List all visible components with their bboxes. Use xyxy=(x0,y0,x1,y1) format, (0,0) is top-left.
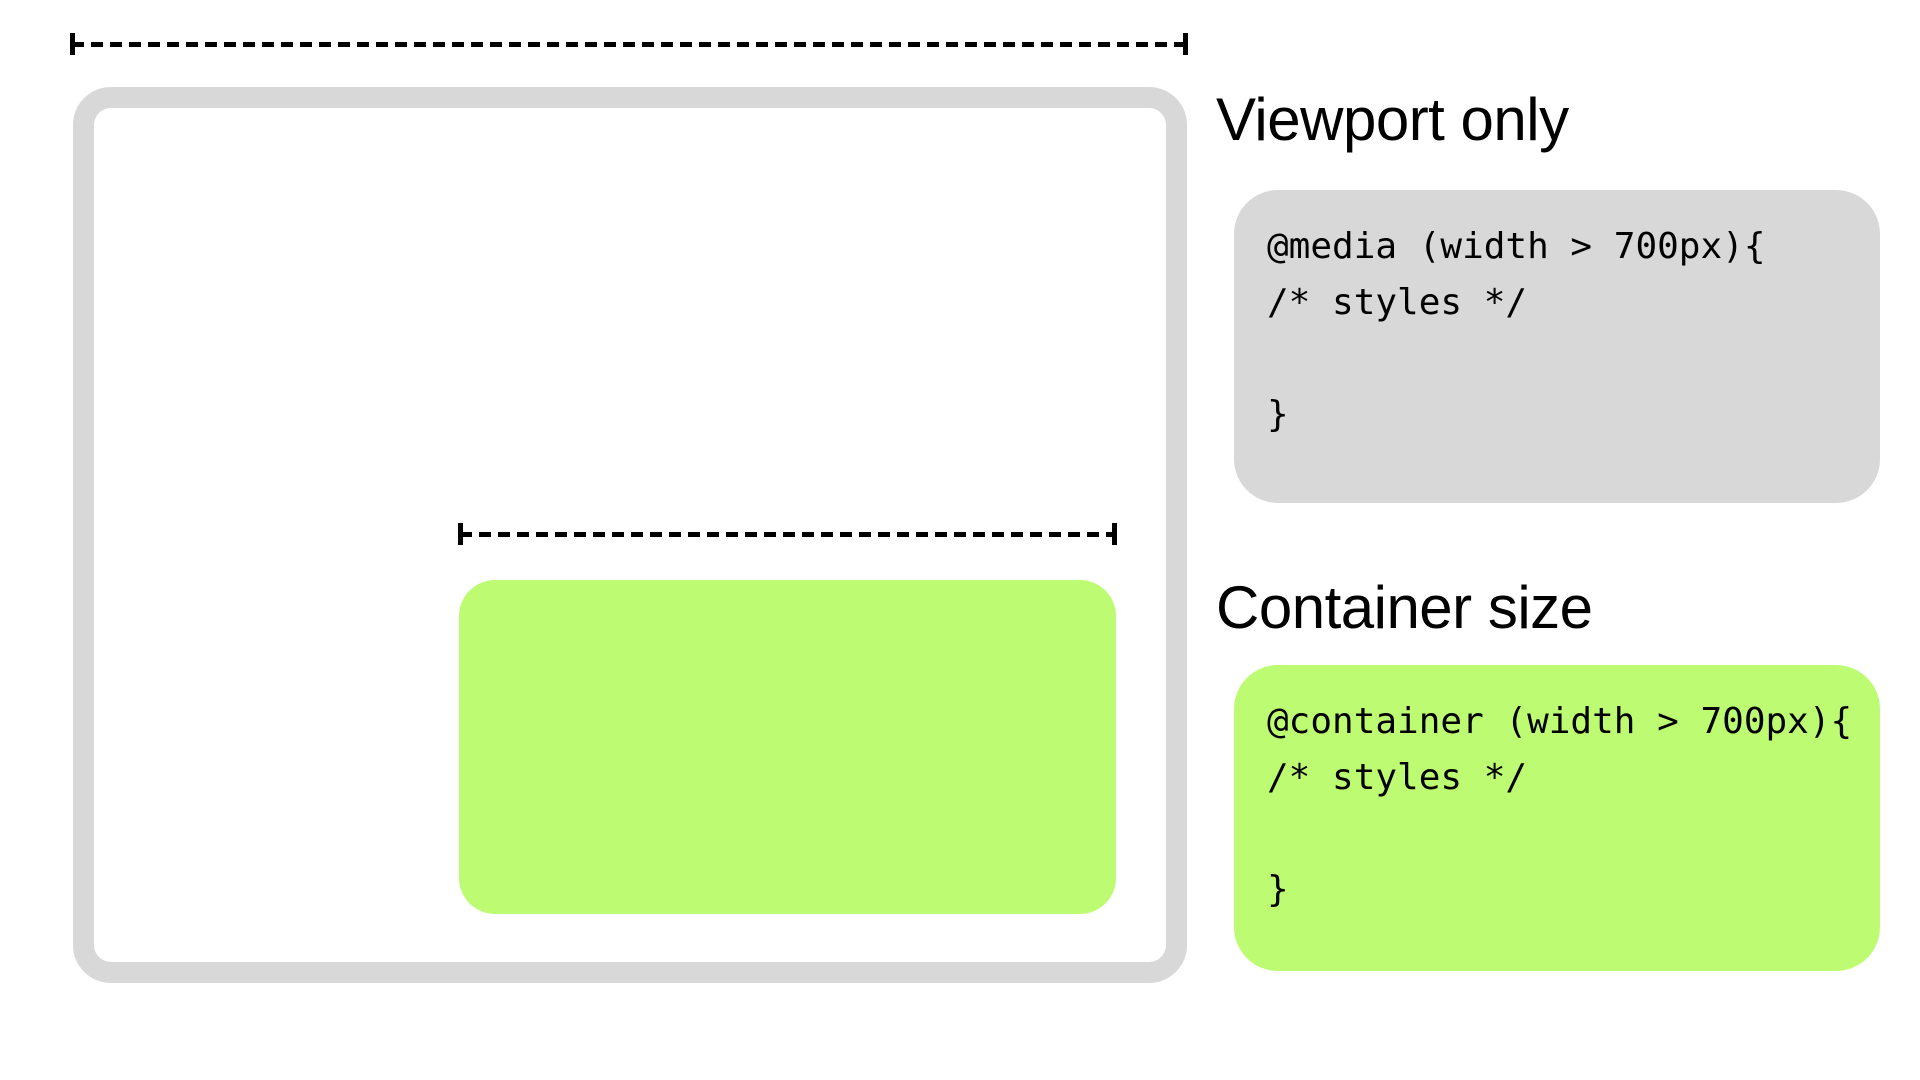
code-line: @media (width > 700px){ xyxy=(1267,226,1766,267)
viewport-only-heading: Viewport only xyxy=(1216,86,1569,153)
measure-end-tick xyxy=(1183,33,1188,55)
code-line: /* styles */ xyxy=(1267,757,1528,798)
measure-end-tick xyxy=(1112,523,1117,545)
viewport-width-measure-line xyxy=(70,33,1188,55)
code-line: @container (width > 700px){ xyxy=(1267,701,1853,742)
container-width-measure-line xyxy=(458,523,1117,545)
code-line: } xyxy=(1267,869,1289,910)
code-line xyxy=(1267,331,1880,387)
container-box xyxy=(459,580,1116,914)
code-line: /* styles */ xyxy=(1267,282,1528,323)
container-query-code-block: @container (width > 700px){ /* styles */… xyxy=(1234,665,1880,971)
dashed-line xyxy=(460,531,1115,537)
dashed-line xyxy=(72,41,1186,47)
code-line: } xyxy=(1267,394,1289,435)
container-size-heading: Container size xyxy=(1216,574,1593,641)
media-query-code-block: @media (width > 700px){ /* styles */ } xyxy=(1234,190,1880,503)
code-line xyxy=(1267,806,1880,862)
